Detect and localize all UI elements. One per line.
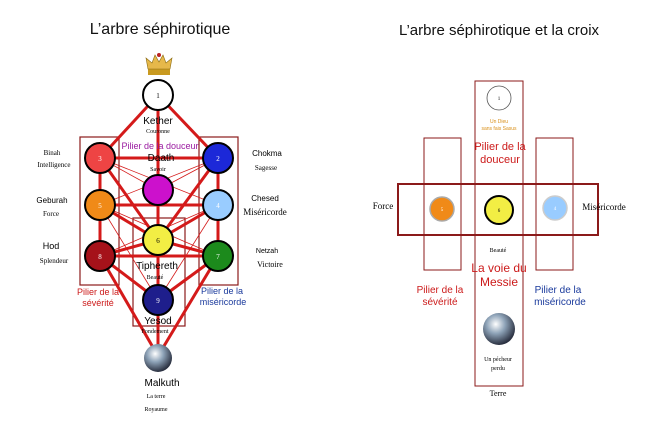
binah-number: 3	[98, 155, 102, 163]
chokma-name: Chokma	[252, 149, 282, 158]
mercy-pillar-box	[198, 136, 239, 286]
right-pillar-box	[535, 137, 574, 271]
kether-sub: Couronne	[146, 129, 170, 135]
malkuth-name: Malkuth	[144, 378, 179, 389]
chesed-sub: Miséricorde	[243, 207, 286, 217]
yesod-sub: Fondement	[142, 329, 169, 335]
chokma-sub: Sagesse	[255, 164, 277, 172]
daath-sub: Savoir	[150, 167, 166, 173]
right-earth-caption1: Un pécheur	[484, 357, 512, 363]
right-chesed-circle	[542, 195, 568, 221]
netzah-sub: Victoire	[257, 260, 283, 269]
right-severite-line2: sévérité	[422, 297, 457, 308]
right-kether-caption1: Un Dieu	[490, 119, 508, 125]
kether-number: 1	[156, 92, 160, 100]
hod-number: 8	[98, 253, 102, 261]
daath-circle	[142, 174, 174, 206]
right-geburah-number: 5	[441, 208, 444, 213]
severity-pillar-box	[79, 136, 120, 286]
kether-circle	[142, 79, 174, 111]
chesed-number: 4	[216, 202, 220, 210]
right-force-label: Force	[373, 201, 394, 211]
pillar-severite-line2: sévérité	[82, 298, 114, 308]
hod-circle	[84, 240, 116, 272]
geburah-sub: Force	[43, 210, 59, 218]
pillar-severite-line1: Pilier de la	[77, 287, 119, 297]
right-kether-circle	[486, 85, 512, 111]
right-title: L’arbre séphirotique et la croix	[399, 22, 600, 39]
right-messie-line1: La voie du	[471, 261, 526, 275]
right-misericorde-line1: Pilier de la	[535, 285, 582, 296]
right-terre-label: Terre	[490, 389, 507, 398]
right-chesed-number: 4	[554, 207, 557, 212]
daath-name: Daath	[148, 153, 175, 164]
binah-name: Binah	[44, 149, 61, 157]
chokma-number: 2	[216, 155, 220, 163]
right-earth-caption2: perdu	[491, 366, 505, 372]
tiphereth-sub: Beauté	[147, 275, 164, 281]
right-earth-globe-icon	[483, 313, 515, 345]
hod-sub: Splendeur	[40, 257, 69, 265]
binah-sub: Intelligence	[37, 161, 70, 169]
earth-globe-icon	[144, 344, 172, 372]
right-tiphereth-number: 6	[498, 209, 501, 214]
pillar-misericorde-line1: Pilier de la	[201, 286, 243, 296]
right-douceur-line2: douceur	[480, 154, 520, 166]
right-beaute-label: Beauté	[490, 248, 507, 254]
cross-vertical-box	[474, 80, 524, 387]
right-kether-caption2: sans fais Sasus	[481, 126, 517, 132]
right-messie-line2: Messie	[480, 275, 518, 289]
tiphereth-circle	[142, 224, 174, 256]
yesod-number: 9	[156, 297, 160, 305]
binah-circle	[84, 142, 116, 174]
malkuth-sub2: Royaume	[145, 407, 168, 413]
malkuth-sub1: La terre	[147, 394, 166, 400]
right-tiphereth-circle	[484, 195, 514, 225]
left-pillar-box	[423, 137, 462, 271]
chesed-circle	[202, 189, 234, 221]
netzah-circle	[202, 240, 234, 272]
right-boxes	[397, 80, 599, 387]
right-severite-line1: Pilier de la	[417, 285, 464, 296]
netzah-name: Netzah	[256, 248, 278, 255]
cross-horizontal-box	[397, 183, 599, 236]
right-misericorde-label: Miséricorde	[582, 202, 625, 212]
right-kether-number: 1	[498, 97, 501, 102]
right-douceur-line1: Pilier de la	[474, 141, 526, 153]
pillar-douceur-label: Pilier de la douceur	[121, 141, 198, 151]
geburah-name: Geburah	[36, 196, 67, 205]
chokma-circle	[202, 142, 234, 174]
pillar-misericorde-line2: miséricorde	[200, 297, 247, 307]
left-title: L’arbre séphirotique	[90, 21, 231, 38]
chesed-name: Chesed	[251, 194, 279, 203]
crown-icon	[145, 53, 173, 75]
geburah-number: 5	[98, 202, 102, 210]
tiphereth-number: 6	[156, 237, 160, 245]
netzah-number: 7	[216, 253, 220, 261]
kether-name: Kether	[143, 116, 173, 127]
tiphereth-name: Tiphereth	[136, 261, 178, 272]
right-geburah-circle	[429, 196, 455, 222]
geburah-circle	[84, 189, 116, 221]
yesod-circle	[142, 284, 174, 316]
yesod-name: Yesod	[144, 316, 171, 327]
right-misericorde-line2: miséricorde	[534, 297, 586, 308]
hod-name: Hod	[43, 241, 60, 251]
